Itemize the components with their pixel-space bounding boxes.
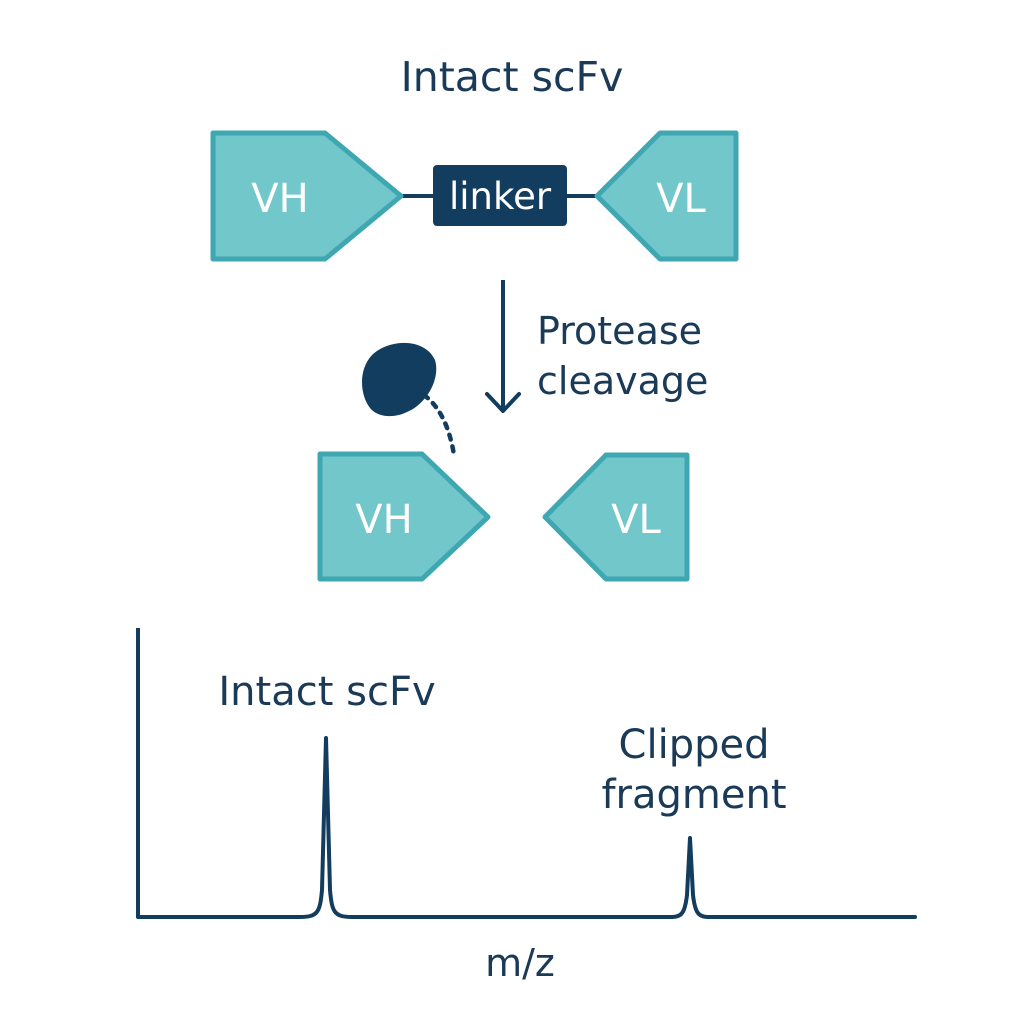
linker-label: linker	[449, 175, 552, 218]
linker-box: linker	[433, 165, 567, 226]
protease-dotted-trail	[421, 392, 457, 458]
mass-spectrum: Intact scFv Clipped fragment m/z	[136, 628, 917, 985]
peak2-label-line1: Clipped	[619, 722, 770, 768]
vl-cleaved-label: VL	[611, 497, 661, 543]
vh-domain-intact: VH	[210, 130, 404, 262]
vh-domain-cleaved: VH	[317, 451, 491, 582]
peak1-label: Intact scFv	[218, 669, 435, 715]
cleavage-arrow-icon	[485, 280, 521, 413]
intact-scfv-title: Intact scFv	[401, 53, 624, 101]
vl-cleaved-shape	[542, 452, 690, 582]
peak2-label-line2: fragment	[601, 772, 786, 818]
vh-cleaved-label: VH	[355, 497, 412, 543]
linker-rect	[433, 165, 567, 226]
vh-label: VH	[251, 176, 308, 222]
vh-domain-shape	[210, 130, 404, 262]
spectrum-x-axis-label: m/z	[485, 941, 555, 985]
vh-cleaved-shape	[317, 451, 491, 582]
vl-domain-cleaved: VL	[542, 452, 690, 582]
vl-label: VL	[656, 176, 706, 222]
cleavage-label-line2: cleavage	[537, 359, 708, 403]
cleavage-label-line1: Protease	[537, 309, 702, 353]
vl-domain-shape	[594, 130, 739, 262]
vl-domain-intact: VL	[594, 130, 739, 262]
protease-blob-icon	[362, 342, 437, 417]
spectrum-trace	[136, 736, 917, 919]
